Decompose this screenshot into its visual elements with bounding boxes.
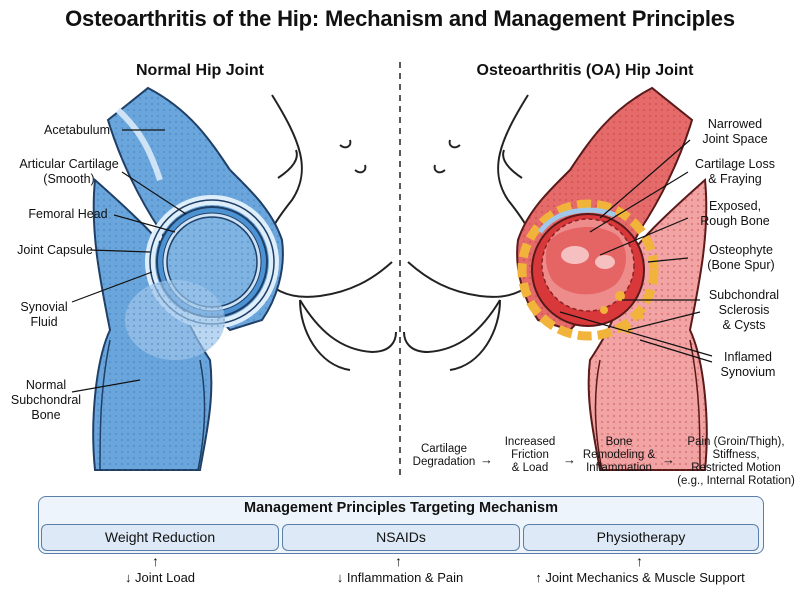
normal-heading: Normal Hip Joint bbox=[135, 62, 264, 79]
up-arrow-3: ↑ bbox=[636, 553, 643, 569]
label-femoral-head: Femoral Head bbox=[28, 207, 108, 221]
flow-step-2: Increased Friction & Load bbox=[504, 436, 556, 474]
label-subchondral-bone: Normal Subchondral Bone bbox=[10, 378, 82, 422]
oa-femur bbox=[516, 86, 708, 471]
oa-leaders bbox=[559, 139, 713, 363]
management-title: Management Principles Targeting Mechanis… bbox=[244, 500, 558, 516]
label-joint-capsule: Joint Capsule bbox=[17, 243, 93, 257]
management-physiotherapy: Physiotherapy bbox=[523, 524, 759, 551]
label-cartilage-loss: Cartilage Loss & Fraying bbox=[695, 157, 775, 186]
effect-joint-mechanics: ↑ Joint Mechanics & Muscle Support bbox=[535, 570, 745, 585]
management-panel: Management Principles Targeting Mechanis… bbox=[38, 496, 764, 554]
flow-step-4: Pain (Groin/Thigh), Stiffness, Restricte… bbox=[677, 436, 795, 487]
label-synovial-fluid: Synovial Fluid bbox=[20, 300, 68, 329]
label-sclerosis: Subchondral Sclerosis & Cysts bbox=[708, 288, 780, 332]
normal-leaders bbox=[71, 129, 187, 393]
management-nsaids: NSAIDs bbox=[282, 524, 520, 551]
oa-heading: Osteoarthritis (OA) Hip Joint bbox=[476, 62, 694, 79]
flow-step-1: Cartilage Degradation bbox=[412, 443, 476, 468]
flow-arrow-3: → bbox=[662, 452, 675, 467]
page-title: Osteoarthritis of the Hip: Mechanism and… bbox=[65, 6, 735, 31]
label-exposed-bone: Exposed, Rough Bone bbox=[700, 199, 770, 228]
label-inflamed-synovium: Inflamed Synovium bbox=[720, 350, 776, 379]
label-narrowed-space: Narrowed Joint Space bbox=[702, 117, 768, 146]
management-weight-reduction: Weight Reduction bbox=[41, 524, 279, 551]
up-arrow-1: ↑ bbox=[152, 553, 159, 569]
effect-joint-load: ↓ Joint Load bbox=[124, 570, 196, 585]
flow-step-3: Bone Remodeling & Inflammation bbox=[582, 436, 656, 474]
label-articular-cartilage: Articular Cartilage (Smooth) bbox=[19, 157, 119, 186]
normal-femur bbox=[92, 86, 284, 471]
flow-arrow-2: → bbox=[563, 452, 576, 467]
effect-inflammation-pain: ↓ Inflammation & Pain bbox=[336, 570, 464, 585]
label-acetabulum: Acetabulum bbox=[43, 123, 110, 137]
flow-arrow-1: → bbox=[480, 452, 493, 467]
label-osteophyte: Osteophyte (Bone Spur) bbox=[707, 243, 775, 272]
up-arrow-2: ↑ bbox=[395, 553, 402, 569]
